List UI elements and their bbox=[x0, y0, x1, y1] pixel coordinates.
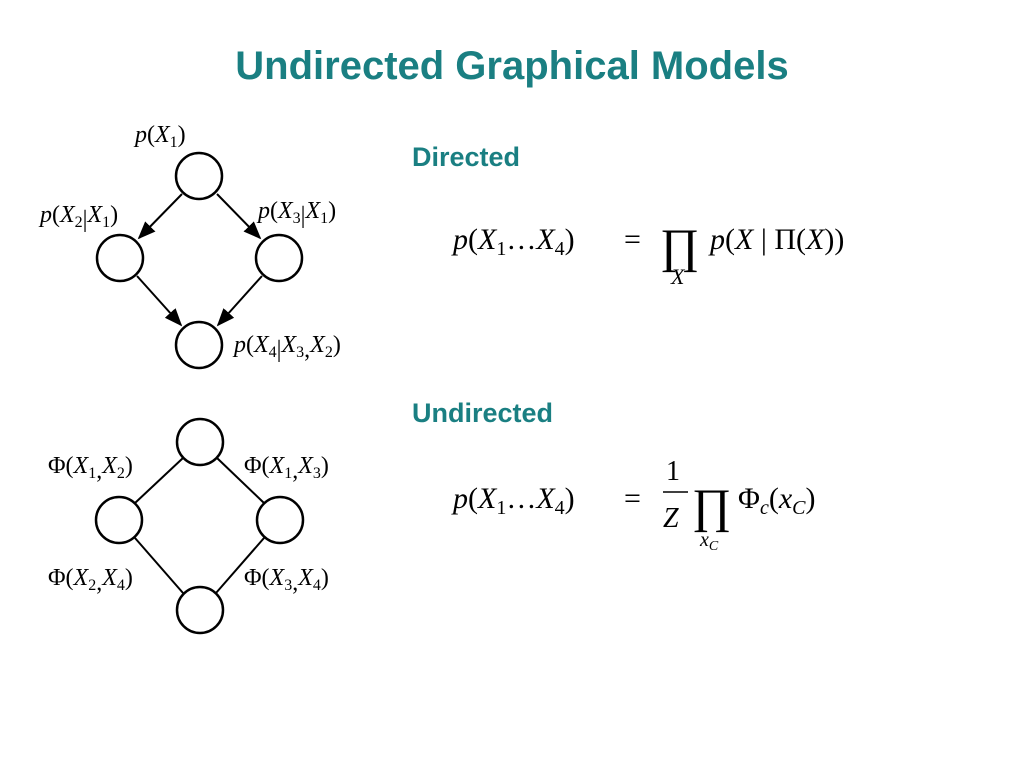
directed-node-x3 bbox=[254, 233, 304, 283]
label-phi-x1-x3: Φ(X1,X3) bbox=[244, 453, 329, 484]
label-phi-x1-x2: Φ(X1,X2) bbox=[48, 453, 133, 484]
directed-formula-rhs: p(X | Π(X)) bbox=[708, 223, 844, 256]
undirected-edge-x2-x4 bbox=[134, 537, 184, 594]
fraction-numerator: 1 bbox=[666, 456, 680, 487]
directed-formula-lhs: p(X1…X4) bbox=[451, 223, 575, 260]
undirected-graph: Φ(X1,X2) Φ(X1,X3) Φ(X2,X4) Φ(X3,X4) bbox=[48, 417, 329, 635]
directed-node-x4 bbox=[174, 320, 224, 370]
label-p-x4-given-x3-x2: p(X4|X3,X2) bbox=[232, 332, 341, 363]
directed-edge-x1-x2 bbox=[137, 193, 183, 240]
undirected-node-x2 bbox=[94, 495, 144, 545]
label-p-x2-given-x1: p(X2|X1) bbox=[38, 202, 118, 233]
undirected-formula: p(X1…X4) = 1 Z ∏ xC Φc(xC) bbox=[451, 456, 816, 554]
undirected-product-symbol: ∏ bbox=[692, 480, 732, 533]
directed-node-x2 bbox=[95, 233, 145, 283]
directed-heading: Directed bbox=[412, 142, 521, 172]
undirected-edge-x1-x3 bbox=[216, 457, 265, 504]
directed-edge-x3-x4 bbox=[216, 275, 263, 327]
undirected-node-x3 bbox=[255, 495, 305, 545]
undirected-formula-rhs: Φc(xC) bbox=[738, 482, 816, 519]
label-p-x3-given-x1: p(X3|X1) bbox=[256, 198, 336, 229]
undirected-edge-x3-x4 bbox=[215, 537, 265, 594]
directed-graph: p(X1) p(X2|X1) p(X3|X1) p(X4|X3,X2) bbox=[38, 122, 341, 370]
label-p-x1: p(X1) bbox=[133, 122, 186, 151]
directed-edge-x1-x3 bbox=[216, 193, 262, 240]
undirected-node-x1 bbox=[175, 417, 225, 467]
directed-edge-x2-x4 bbox=[136, 275, 183, 327]
undirected-heading: Undirected bbox=[412, 398, 554, 428]
label-phi-x2-x4: Φ(X2,X4) bbox=[48, 565, 133, 596]
directed-node-x1 bbox=[174, 151, 224, 201]
slide-title: Undirected Graphical Models bbox=[235, 44, 789, 88]
label-phi-x3-x4: Φ(X3,X4) bbox=[244, 565, 329, 596]
undirected-formula-equals: = bbox=[624, 482, 641, 515]
undirected-node-x4 bbox=[175, 585, 225, 635]
undirected-product-subscript: xC bbox=[699, 529, 719, 554]
undirected-formula-lhs: p(X1…X4) bbox=[451, 482, 575, 519]
directed-formula-equals: = bbox=[624, 223, 641, 256]
directed-product-subscript: X bbox=[670, 264, 686, 289]
undirected-edge-x1-x2 bbox=[134, 457, 184, 504]
directed-formula: p(X1…X4) = ∏ X p(X | Π(X)) bbox=[451, 220, 844, 289]
fraction-denominator: Z bbox=[663, 503, 679, 534]
directed-product-symbol: ∏ bbox=[660, 220, 700, 273]
